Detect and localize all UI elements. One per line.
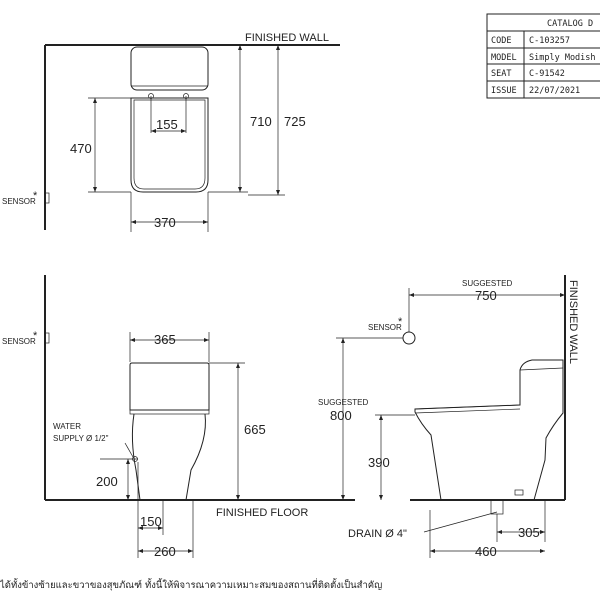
sensor-label-side: SENSOR <box>368 323 402 332</box>
finished-floor-label: FINISHED FLOOR <box>216 507 308 519</box>
side-view: FINISHED WALL SENSOR * SUGGESTED 750 SUG… <box>318 275 579 559</box>
dim-370: 370 <box>154 215 176 230</box>
catalog-key-issue: ISSUE <box>491 86 517 96</box>
dim-665: 665 <box>244 422 266 437</box>
bowl-top-view <box>130 97 209 193</box>
top-view: FINISHED WALL 155 470 710 725 <box>2 32 340 232</box>
catalog-value-issue: 22/07/2021 <box>529 86 580 96</box>
tank-front-view <box>129 362 210 411</box>
dim-305: 305 <box>518 525 540 540</box>
dim-470: 470 <box>70 141 92 156</box>
suggested-label-800: SUGGESTED <box>318 398 368 407</box>
catalog-key-seat: SEAT <box>491 69 511 79</box>
suggested-label-750: SUGGESTED <box>462 279 512 288</box>
dim-150: 150 <box>140 514 162 529</box>
water-supply-label-2: SUPPLY Ø 1/2" <box>53 434 109 443</box>
sensor-circle-side <box>402 331 416 345</box>
catalog-header: CATALOG D <box>547 19 593 29</box>
catalog-key-code: CODE <box>491 36 511 46</box>
dim-200: 200 <box>96 474 118 489</box>
sensor-marker-top <box>44 192 50 204</box>
dim-155: 155 <box>156 117 178 132</box>
catalog-value-model: Simply Modish <box>529 53 596 63</box>
drain-pipe <box>490 499 504 515</box>
sensor-asterisk-top: * <box>33 190 38 202</box>
finished-wall-label: FINISHED WALL <box>245 32 329 44</box>
footnote: ได้ทั้งข้างซ้ายและขวาของสุขภัณฑ์ ทั้งนี้… <box>0 580 383 591</box>
sensor-asterisk-side: * <box>398 316 403 328</box>
bowl-front-view <box>131 413 206 501</box>
dim-390: 390 <box>368 455 390 470</box>
catalog-value-code: C-103257 <box>529 36 570 46</box>
drain-label: DRAIN Ø 4" <box>348 528 407 540</box>
dim-725: 725 <box>284 114 306 129</box>
catalog-value-seat: C-91542 <box>529 69 565 79</box>
sensor-marker-front <box>44 332 50 344</box>
toilet-side-view <box>414 359 564 501</box>
front-view: FINISHED FLOOR 365 665 WATER SUPPLY Ø 1/… <box>2 275 355 559</box>
dim-260: 260 <box>154 544 176 559</box>
sensor-label-front: SENSOR <box>2 337 36 346</box>
dim-460: 460 <box>475 544 497 559</box>
water-supply-label-1: WATER <box>53 422 81 431</box>
catalog-key-model: MODEL <box>491 53 517 63</box>
dim-710: 710 <box>250 114 272 129</box>
tank-top-view <box>130 46 209 91</box>
catalog-table: CATALOG D CODE MODEL SEAT ISSUE C-103257… <box>486 13 600 99</box>
dim-750: 750 <box>475 288 497 303</box>
sensor-label-top: SENSOR <box>2 197 36 206</box>
sensor-asterisk-front: * <box>33 330 38 342</box>
dim-800: 800 <box>330 408 352 423</box>
finished-wall-side-label: FINISHED WALL <box>567 280 579 364</box>
dim-365: 365 <box>154 332 176 347</box>
